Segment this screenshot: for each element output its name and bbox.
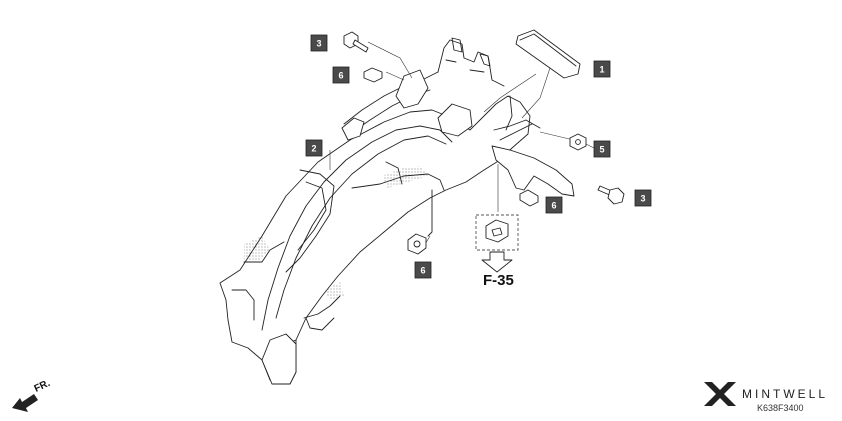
brand-logo: MINTWELL K638F3400 <box>704 382 828 413</box>
callout-3-right[interactable]: 3 <box>634 189 652 207</box>
front-direction-indicator: FR. <box>12 378 52 412</box>
nut-part <box>569 133 587 151</box>
callout-6-bottom[interactable]: 6 <box>545 196 563 214</box>
callout-3-right-label: 3 <box>640 194 645 204</box>
rear-fender-assembly <box>219 37 595 385</box>
front-arrow-icon <box>12 394 38 412</box>
front-label: FR. <box>33 378 52 395</box>
callout-5-label: 5 <box>599 145 604 155</box>
clip-nut-bottom <box>519 189 539 207</box>
reference-detail-box <box>475 214 519 251</box>
callout-6-left[interactable]: 6 <box>414 261 432 279</box>
collar-nut-part <box>407 233 427 255</box>
callout-3-top-label: 3 <box>316 39 321 49</box>
flange-bolt-top <box>343 31 369 53</box>
callout-6-top[interactable]: 6 <box>332 66 350 84</box>
callout-2-label: 2 <box>311 144 316 154</box>
callout-3-top[interactable]: 3 <box>310 34 328 52</box>
callout-1[interactable]: 1 <box>593 60 611 78</box>
reference-arrow <box>481 251 513 273</box>
callout-6-bottom-label: 6 <box>551 201 556 211</box>
reference-label[interactable]: F-35 <box>483 272 514 289</box>
rubber-pad-part <box>515 29 581 79</box>
diagram-code: K638F3400 <box>757 403 804 413</box>
brand-mark-icon <box>704 382 736 406</box>
callout-5[interactable]: 5 <box>593 140 611 158</box>
callout-6-top-label: 6 <box>338 71 343 81</box>
clip-nut-top <box>363 67 383 83</box>
brand-name: MINTWELL <box>742 387 828 401</box>
callout-2[interactable]: 2 <box>305 139 323 157</box>
callout-1-label: 1 <box>599 65 604 75</box>
callout-6-left-label: 6 <box>420 266 425 276</box>
flange-bolt-right <box>597 185 625 205</box>
